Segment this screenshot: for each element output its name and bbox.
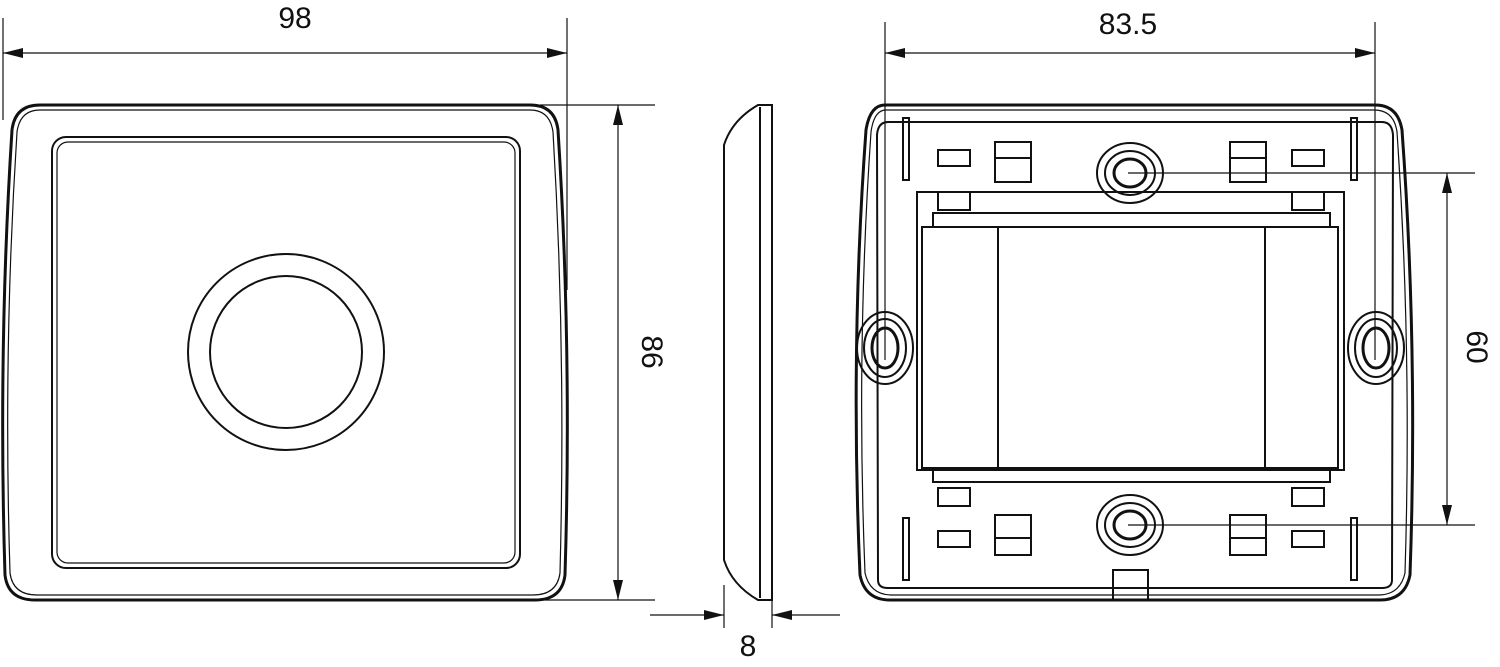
dimension-label-83-5: 83.5 [1099,8,1157,41]
dimension-label-98: 98 [278,2,311,35]
dimension-side-depth: 8 [650,585,840,663]
dimension-label-60: 60 [1460,330,1493,363]
dimension-front-height: 86 [540,104,668,601]
dimension-label-8: 8 [740,630,757,663]
side-view [723,104,773,601]
button-ring [187,253,385,451]
button [209,275,363,429]
front-view [1,103,569,602]
back-view [854,103,1415,602]
dimension-label-86: 86 [635,335,668,368]
dimension-front-width: 98 [2,2,568,290]
dimension-back-vertical: 60 [1128,172,1493,526]
mounting-hole-right [1347,311,1405,385]
dimension-back-horizontal: 83.5 [884,8,1376,360]
